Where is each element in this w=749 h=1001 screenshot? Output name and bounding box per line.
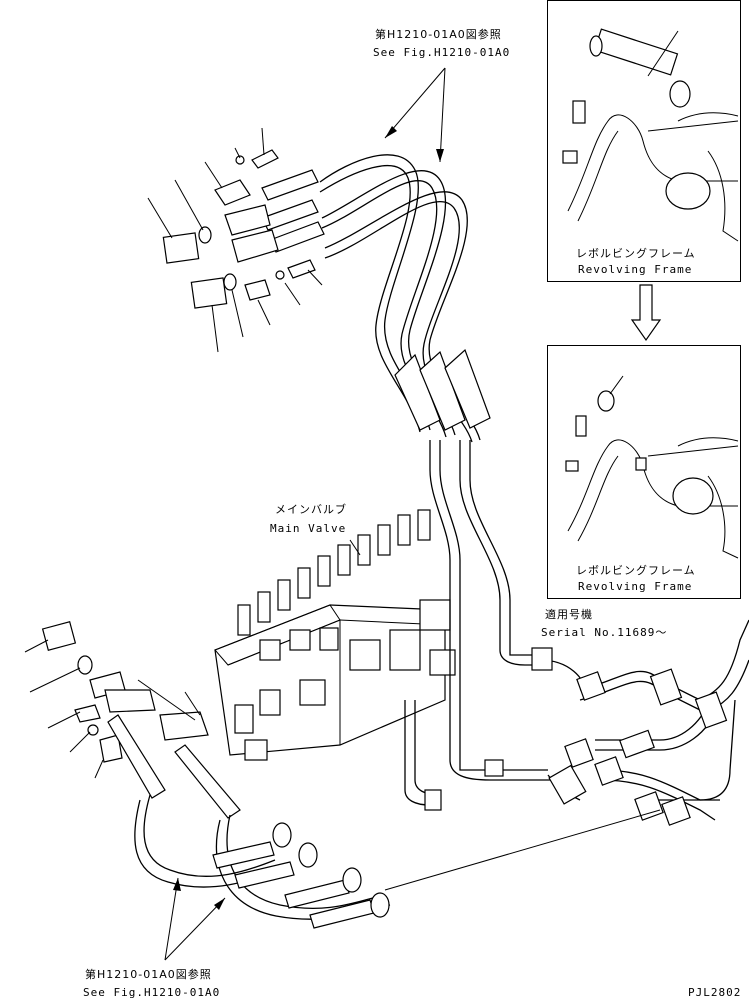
ref-bottom-jp: 第H1210-01A0図参照 bbox=[85, 968, 212, 981]
right-pipe-assembly bbox=[564, 619, 749, 826]
leader-lines-lower-left bbox=[24, 639, 201, 779]
main-valve-jp: メインバルブ bbox=[275, 503, 347, 516]
leader-lines-top-left bbox=[147, 127, 323, 353]
inset-arrow bbox=[630, 284, 662, 342]
inset-top-label-en: Revolving Frame bbox=[578, 263, 693, 276]
inset-top-label-jp: レボルビングフレーム bbox=[576, 247, 696, 260]
inset-bottom-label-en: Revolving Frame bbox=[578, 580, 693, 593]
main-valve-block bbox=[214, 509, 456, 761]
inset-bottom-label-jp: レボルビングフレーム bbox=[576, 564, 696, 577]
ref-top-jp: 第H1210-01A0図参照 bbox=[375, 28, 502, 41]
lower-pipes bbox=[404, 440, 587, 811]
upper-flange-parts bbox=[162, 149, 316, 309]
inset-bottom-drawing bbox=[565, 375, 739, 559]
reference-arrows-bottom bbox=[164, 877, 226, 961]
inset-revolving-frame-bottom: レボルビングフレーム Revolving Frame bbox=[547, 345, 741, 599]
lower-left-parts bbox=[41, 621, 661, 929]
reference-arrows-top bbox=[384, 67, 446, 163]
serial-en: Serial No.11689～ bbox=[541, 626, 668, 639]
inset-revolving-frame-top: レボルビングフレーム Revolving Frame bbox=[547, 0, 741, 282]
main-valve-en: Main Valve bbox=[270, 522, 347, 535]
ref-bottom-en: See Fig.H1210-01A0 bbox=[83, 986, 221, 999]
main-valve-leader bbox=[349, 539, 361, 556]
serial-jp: 適用号機 bbox=[545, 608, 593, 621]
inset-top-drawing bbox=[562, 28, 739, 242]
ref-top-en: See Fig.H1210-01A0 bbox=[373, 46, 511, 59]
drawing-code: PJL2802 bbox=[688, 986, 742, 999]
